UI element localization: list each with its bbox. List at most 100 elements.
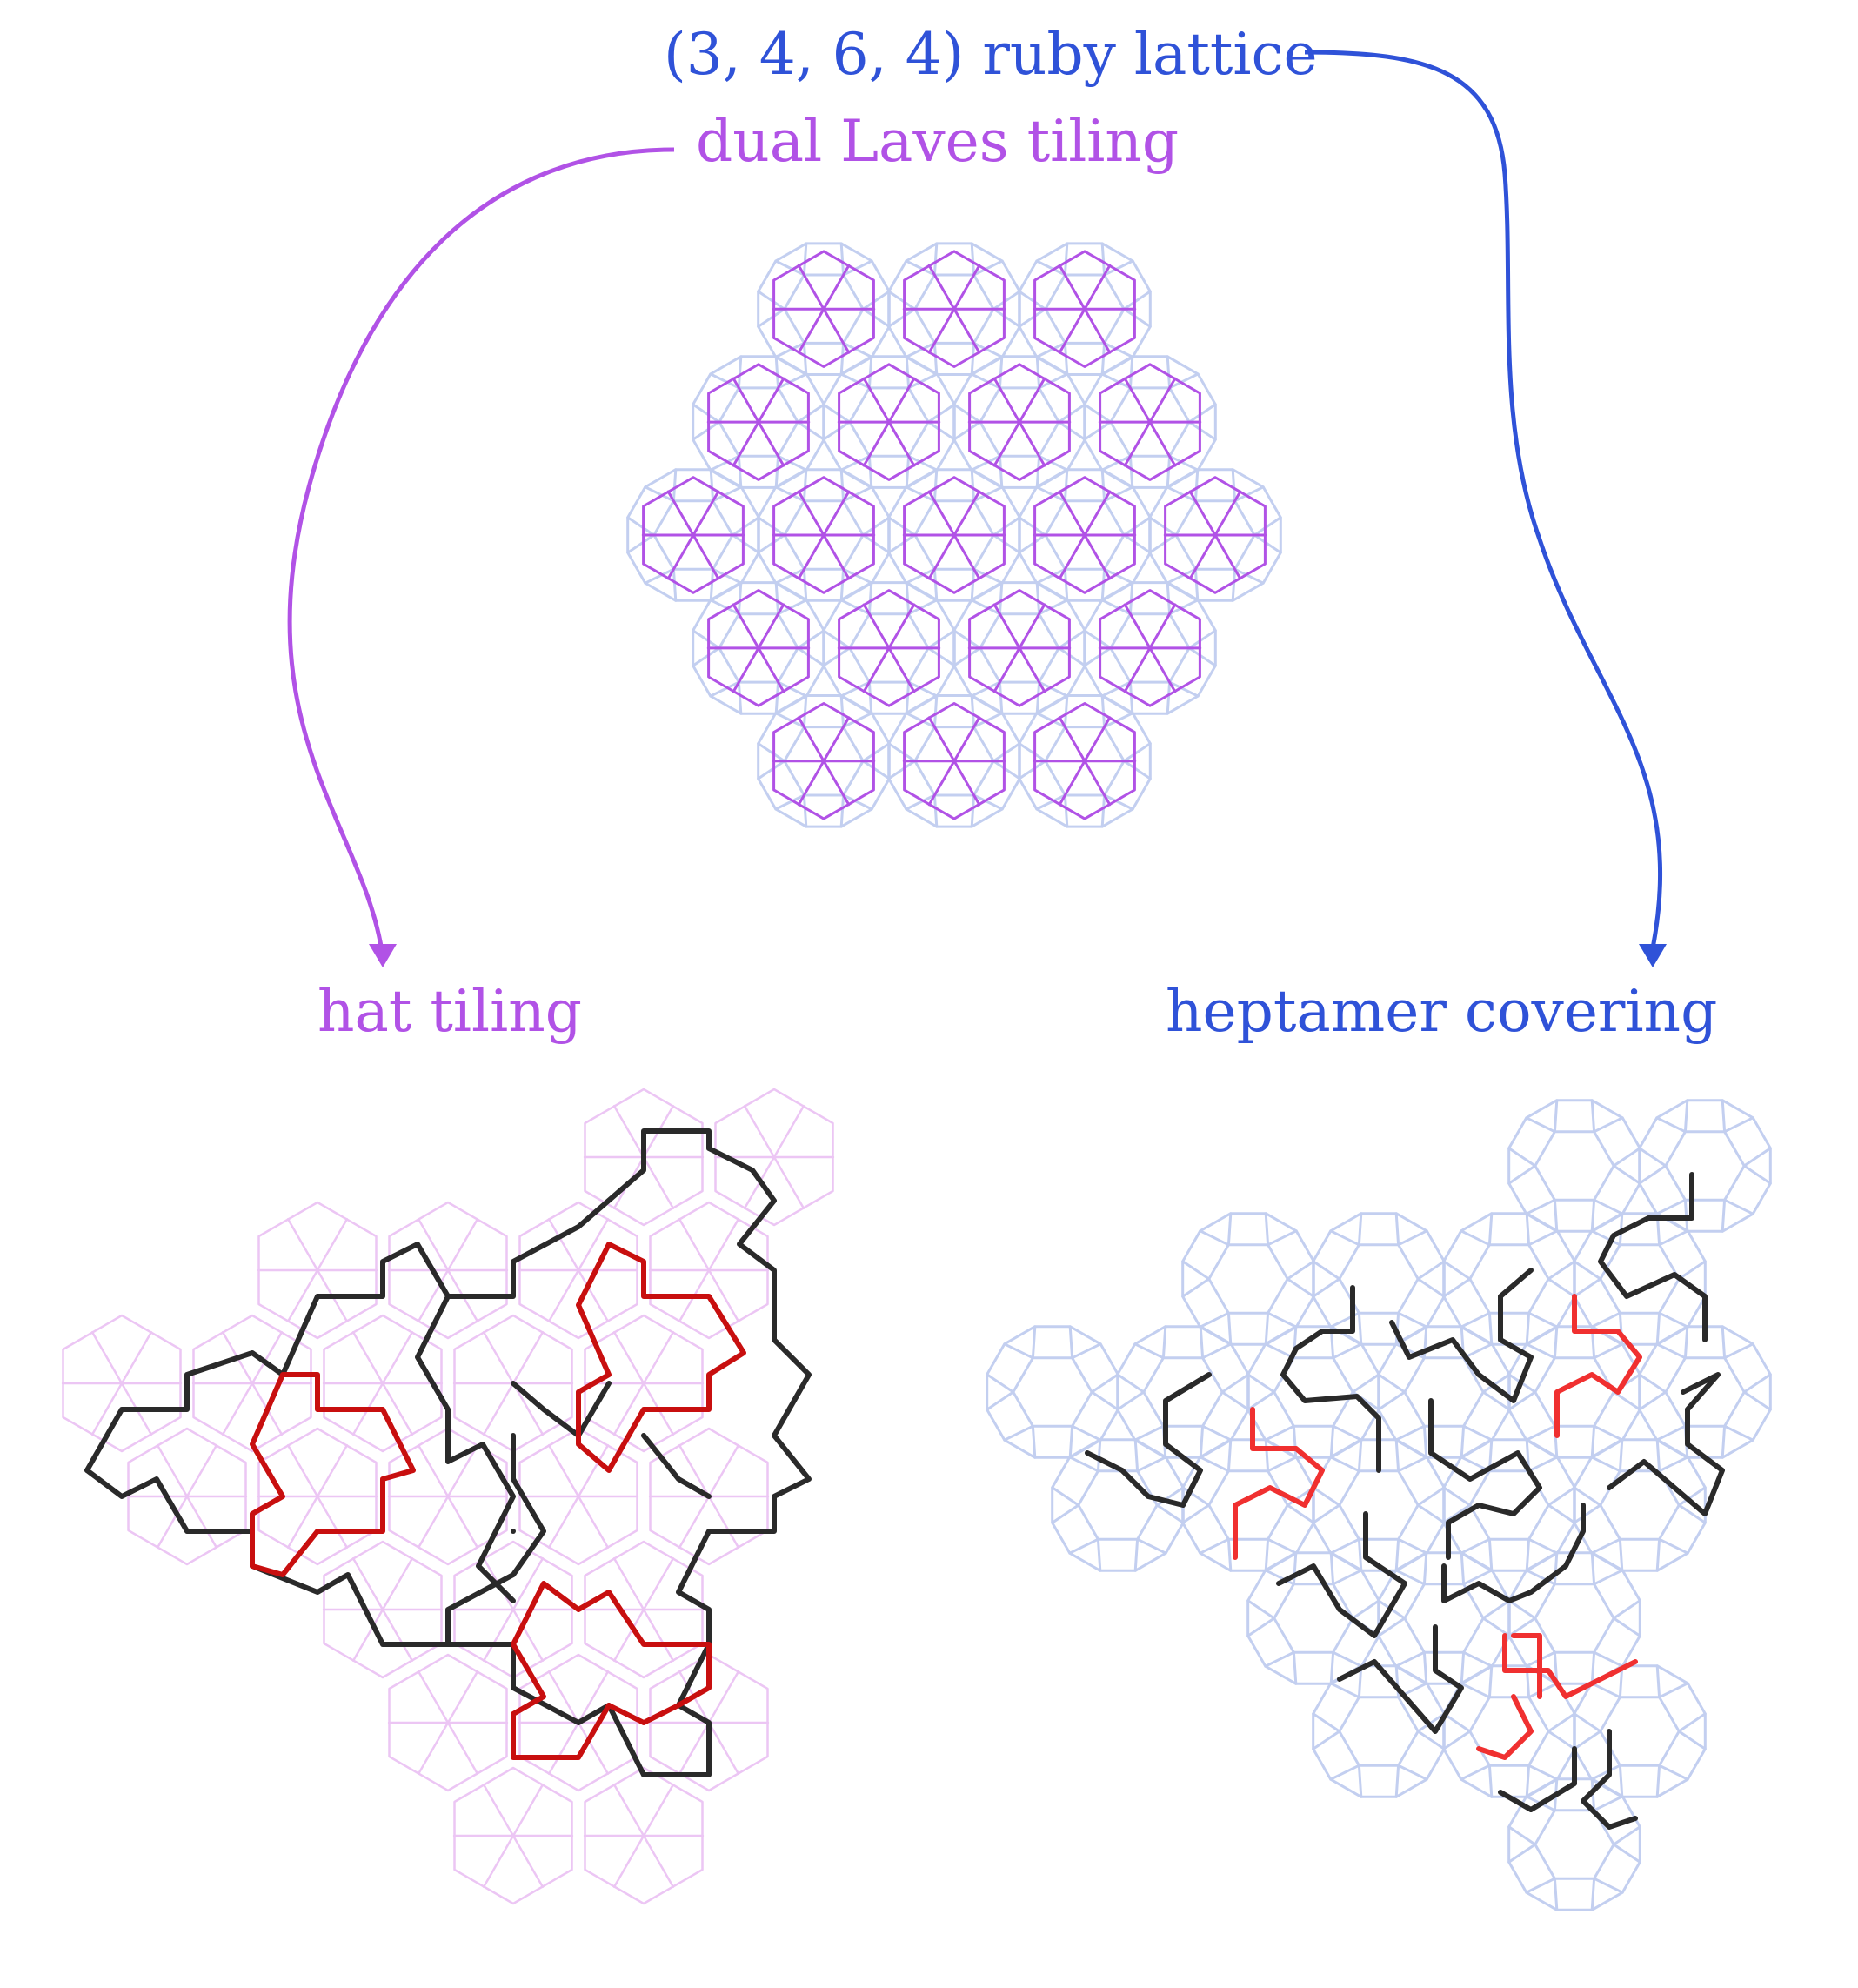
lattice-edge — [757, 290, 786, 311]
laves-spoke — [577, 1495, 610, 1550]
lattice-edge — [1593, 1342, 1624, 1360]
lattice-edge — [1166, 567, 1197, 585]
lattice-edge — [1553, 1325, 1559, 1360]
laves-spoke — [1123, 646, 1152, 693]
laves-spoke — [707, 1495, 740, 1550]
lattice-edge — [1593, 1650, 1624, 1668]
lattice-edge — [867, 680, 873, 715]
lattice-edge — [1329, 1424, 1335, 1459]
lattice-edge — [905, 341, 936, 358]
lattice-edge — [1312, 1260, 1341, 1281]
lattice-edge — [1312, 1503, 1341, 1524]
lattice-edge — [1655, 1424, 1687, 1442]
lattice-edge — [1394, 1212, 1400, 1247]
lattice-edge — [1655, 1764, 1661, 1798]
laves-spoke — [887, 646, 916, 693]
lattice-edge — [1394, 1438, 1400, 1473]
laves-spoke — [1018, 420, 1046, 467]
heptamer-covering-paths — [1085, 1172, 1725, 1830]
lattice-edge — [1553, 1877, 1559, 1911]
lattice-edge — [1264, 1569, 1295, 1586]
lattice-edge — [757, 742, 786, 763]
lattice-edge — [1083, 629, 1113, 650]
lattice-edge — [1100, 454, 1132, 472]
laves-spoke — [707, 1217, 740, 1272]
laves-spoke — [316, 1443, 349, 1498]
laves-spoke — [482, 1330, 515, 1385]
lattice-edge — [1090, 1373, 1119, 1394]
lattice-edge — [1264, 1424, 1295, 1442]
lattice-edge — [1658, 1537, 1689, 1555]
laves-spoke — [1148, 377, 1177, 424]
laves-spoke — [757, 646, 785, 693]
lattice-edge — [1100, 567, 1106, 602]
lattice-edge — [1122, 516, 1152, 537]
lattice-edge — [1525, 1342, 1556, 1360]
lattice-edge — [905, 355, 911, 390]
lattice-edge — [1357, 1438, 1363, 1473]
lattice-edge — [1721, 1424, 1727, 1459]
lattice-edge — [1377, 1390, 1407, 1411]
lattice-edge — [757, 760, 786, 780]
lattice-edge — [1226, 1438, 1233, 1473]
laves-spoke — [351, 1556, 384, 1611]
lattice-edge — [712, 567, 743, 585]
lattice-edge — [1063, 694, 1069, 729]
laves-spoke — [992, 603, 1021, 650]
laves-hexagon — [642, 476, 745, 594]
lattice-edge — [1481, 1390, 1511, 1411]
laves-spoke — [822, 760, 851, 807]
laves-spoke — [642, 1783, 675, 1837]
lattice-edge — [992, 742, 1021, 763]
lattice-edge — [822, 629, 852, 650]
lattice-edge — [1166, 454, 1172, 489]
heptamer-path — [1598, 1172, 1708, 1342]
hat-outline — [445, 1337, 812, 1777]
arrowhead-hat — [369, 944, 397, 967]
heptamer-path — [1581, 1729, 1638, 1830]
lattice-edge — [1590, 1877, 1596, 1911]
lattice-edge — [1329, 1551, 1335, 1586]
lattice-edge — [992, 290, 1021, 311]
lattice-edge — [1462, 1424, 1494, 1442]
lattice-edge — [1357, 1537, 1363, 1572]
lattice-edge — [1658, 1764, 1689, 1781]
lattice-edge — [1397, 1537, 1428, 1555]
lattice-edge — [737, 680, 743, 715]
laves-hexagon — [1099, 589, 1201, 707]
lattice-edge — [1168, 372, 1200, 390]
lattice-edge — [887, 516, 917, 537]
lattice-edge — [1201, 1342, 1233, 1360]
lattice-edge — [1742, 1164, 1772, 1185]
lattice-edge — [970, 680, 1001, 698]
laves-spoke — [887, 603, 916, 650]
lattice-edge — [1332, 1650, 1363, 1668]
lattice-hexagon — [1338, 1469, 1420, 1541]
lattice-edge — [926, 403, 956, 424]
laves-spoke — [642, 1155, 675, 1210]
laves-spoke — [1213, 533, 1242, 580]
lattice-edge — [905, 793, 936, 811]
lattice-edge — [1655, 1438, 1661, 1473]
lattice-edge — [1233, 485, 1265, 503]
lattice-edge — [1590, 1424, 1596, 1459]
laves-spoke — [612, 1556, 645, 1611]
laves-hexagon — [903, 702, 1006, 820]
lattice-edge — [1487, 1212, 1494, 1247]
lattice-edge — [757, 516, 786, 537]
lattice-edge — [1103, 485, 1134, 503]
lattice-hexagon — [1273, 1583, 1354, 1654]
arrow-to-heptamer-covering — [1304, 50, 1662, 949]
lattice-edge — [1231, 468, 1237, 503]
laves-hexagon — [968, 363, 1071, 481]
lattice-edge — [1655, 1342, 1687, 1360]
hat-background-laves-tiling — [61, 1088, 835, 1905]
lattice-edge — [1525, 1424, 1556, 1442]
laves-spoke — [822, 264, 851, 311]
laves-spoke — [1058, 760, 1086, 807]
lattice-edge — [1100, 599, 1132, 616]
laves-hexagon — [968, 589, 1071, 707]
laves-spoke — [822, 533, 851, 580]
laves-spoke — [1083, 716, 1112, 763]
lattice-edge — [1100, 242, 1106, 277]
